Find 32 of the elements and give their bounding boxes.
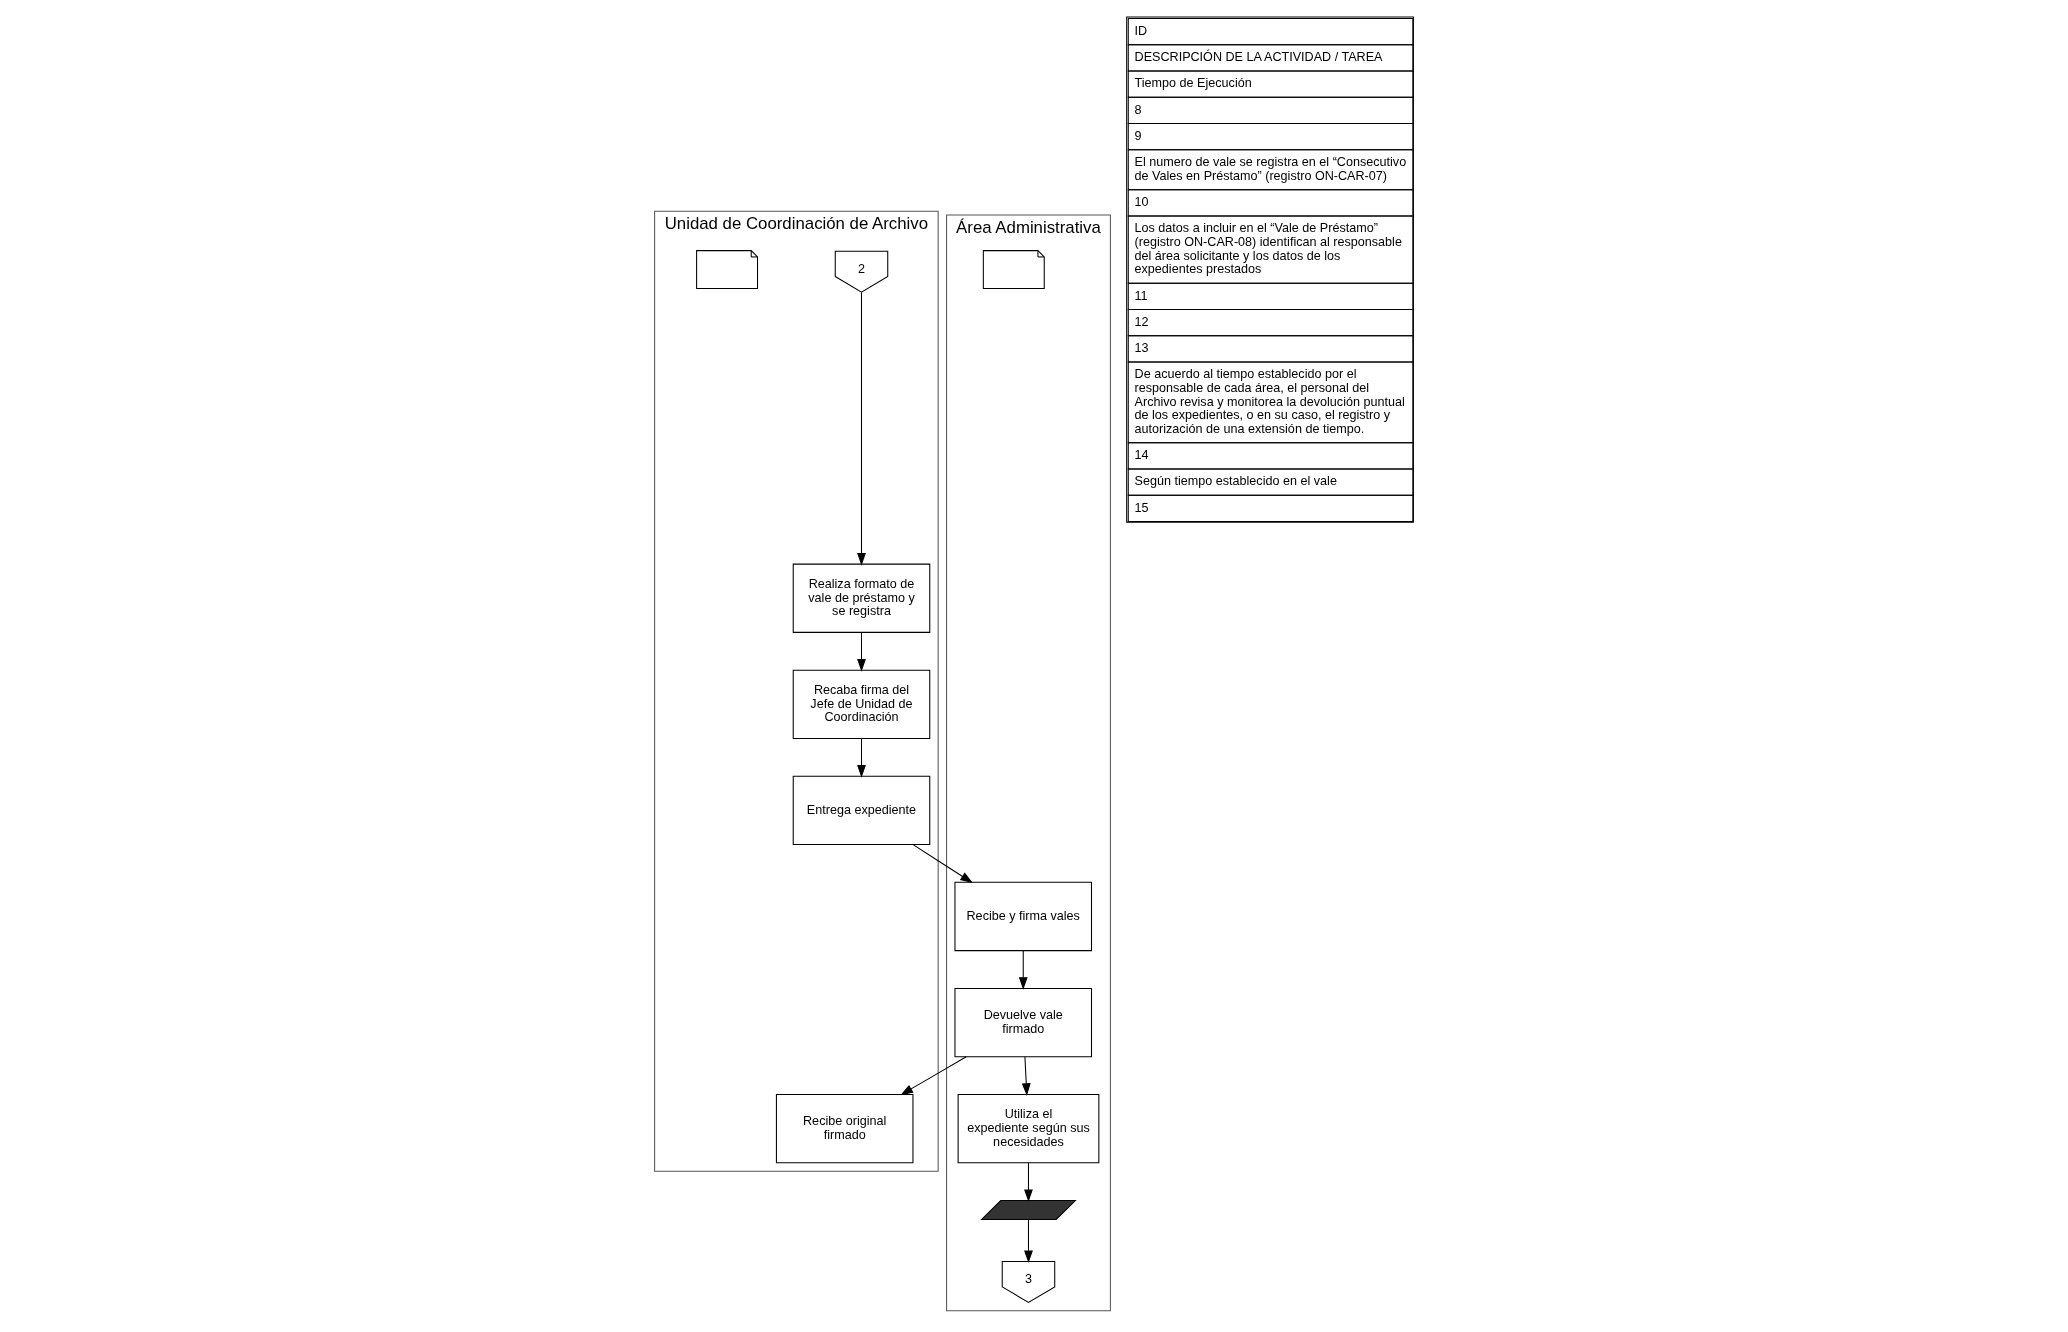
- node-box: Realiza formato de vale de préstamo y se registra: [792, 563, 931, 633]
- label: Tiempo de Ejecución: [1134, 76, 1252, 91]
- label: 8: [1134, 102, 1142, 117]
- label: Según tiempo establecido en el vale: [1134, 474, 1337, 489]
- node-box: Recibe y firma vales: [954, 881, 1093, 952]
- label: Los datos a incluir en el “Vale de Préstamo” (registro ON-CAR-08) identifican al responsable del área solicitante y los datos de los expedientes prestados: [1134, 221, 1402, 277]
- label: 11: [1134, 288, 1148, 303]
- node-box: Recaba firma del Jefe de Unidad de Coordinación: [792, 669, 931, 739]
- node-bar: [980, 1200, 1077, 1220]
- label: DESCRIPCIÓN DE LA ACTIVIDAD / TAREA: [1134, 50, 1383, 65]
- label: El numero de vale se registra en el “Consecutivo de Vales en Préstamo” (registro ON-CAR-07): [1134, 155, 1407, 183]
- label: ID: [1134, 23, 1148, 38]
- arrow: [1021, 1056, 1031, 1096]
- label: 10: [1134, 195, 1149, 210]
- label: 9: [1134, 128, 1142, 143]
- arrow: [857, 292, 866, 566]
- label: 15: [1134, 500, 1149, 515]
- node-box: Entrega expediente: [792, 775, 931, 846]
- arrow: [1018, 950, 1028, 990]
- arrow: [857, 738, 866, 778]
- arrow: [857, 631, 866, 672]
- label: 13: [1134, 341, 1149, 356]
- label: 12: [1134, 314, 1149, 329]
- arrow: [1024, 1162, 1033, 1203]
- label: De acuerdo al tiempo establecido por el responsable de cada área, el personal del Archivo revisa y monitorea la devolución puntual de los expedientes, o en su caso, el registro y autorización de una extensión de tiempo.: [1134, 367, 1405, 436]
- node-box: Utiliza el expediente según sus necesidades: [957, 1093, 1100, 1164]
- label: 14: [1134, 448, 1149, 463]
- node-box: Devuelve vale firmado: [954, 987, 1093, 1058]
- node-box: Recibe original firmado: [775, 1093, 914, 1164]
- arrow: [912, 844, 973, 884]
- arrow: [1024, 1219, 1033, 1264]
- arrow: [900, 1056, 967, 1096]
